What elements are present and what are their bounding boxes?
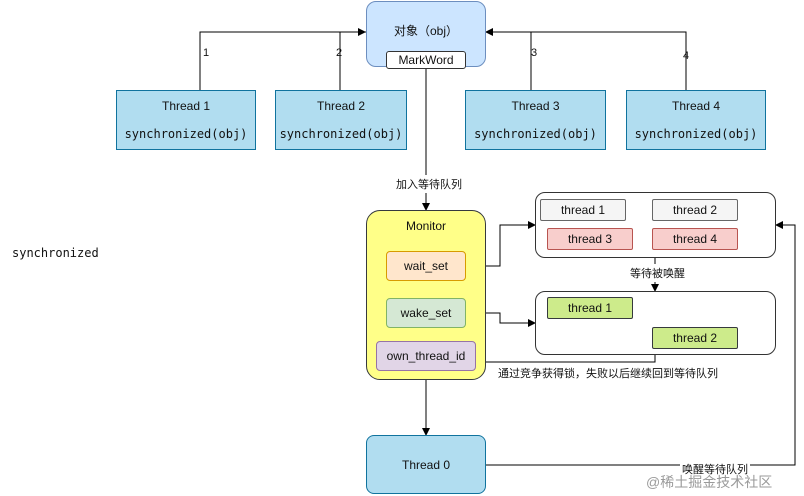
edge-label-compete: 通过竞争获得锁，失败以后继续回到等待队列 — [496, 364, 720, 382]
wait-item-label: thread 3 — [567, 232, 613, 246]
thread-name: Thread 4 — [671, 99, 721, 113]
wake-item-thread-2: thread 2 — [652, 327, 738, 349]
wait-set-label: wait_set — [403, 259, 449, 273]
side-label: synchronized — [12, 246, 99, 260]
owner-thread-label: Thread 0 — [401, 457, 451, 472]
wake-set-label: wake_set — [400, 306, 452, 320]
wait-set-field: wait_set — [386, 251, 466, 281]
edge-wake-to-own — [475, 354, 656, 366]
edge-label-join-queue: 加入等待队列 — [394, 175, 464, 193]
edge-label-2: 2 — [336, 47, 343, 59]
thread-code: synchronized(obj) — [634, 127, 758, 141]
wait-item-thread-2: thread 2 — [652, 199, 738, 221]
owner-thread-node: Thread 0 — [366, 435, 486, 494]
wake-item-thread-1: thread 1 — [547, 297, 633, 319]
thread-node-2: Thread 2 synchronized(obj) — [275, 90, 407, 150]
wait-item-label: thread 1 — [560, 203, 606, 217]
edge-label-wait-wake: 等待被唤醒 — [628, 264, 687, 282]
thread-code: synchronized(obj) — [124, 127, 248, 141]
wait-item-thread-1: thread 1 — [540, 199, 626, 221]
edge-label-4: 4 — [683, 50, 690, 62]
markword-box: MarkWord — [386, 51, 466, 69]
thread-code: synchronized(obj) — [474, 127, 597, 141]
edge-label-3: 3 — [531, 47, 538, 59]
monitor-title: Monitor — [405, 219, 446, 233]
object-title: 对象（obj） — [393, 24, 458, 38]
thread-code: synchronized(obj) — [279, 127, 403, 141]
edge-thread3-object — [485, 28, 532, 90]
thread-node-4: Thread 4 synchronized(obj) — [626, 90, 766, 150]
wait-item-thread-3: thread 3 — [547, 228, 633, 250]
markword-label: MarkWord — [398, 53, 454, 67]
thread-name: Thread 1 — [161, 99, 211, 113]
thread-name: Thread 3 — [511, 99, 560, 113]
edge-thread1-object — [199, 28, 366, 90]
edge-label-wake-queue: 唤醒等待队列 — [680, 460, 750, 478]
own-thread-id-field: own_thread_id — [376, 341, 476, 371]
thread-node-1: Thread 1 synchronized(obj) — [116, 90, 256, 150]
thread-name: Thread 2 — [316, 99, 366, 113]
wait-item-thread-4: thread 4 — [652, 228, 738, 250]
watermark: @稀土掘金技术社区 — [646, 474, 773, 490]
edge-thread4-object — [531, 31, 687, 90]
wait-item-label: thread 4 — [672, 232, 718, 246]
own-thread-id-label: own_thread_id — [386, 349, 466, 363]
wake-set-field: wake_set — [386, 298, 466, 328]
thread-node-3: Thread 3 synchronized(obj) — [465, 90, 606, 150]
edge-label-1: 1 — [203, 47, 210, 59]
wake-item-label: thread 1 — [567, 301, 613, 315]
edge-owner-wait-panel — [486, 221, 796, 466]
wait-item-label: thread 2 — [672, 203, 718, 217]
edge-thread2-object — [339, 31, 366, 90]
wake-item-label: thread 2 — [672, 331, 718, 345]
